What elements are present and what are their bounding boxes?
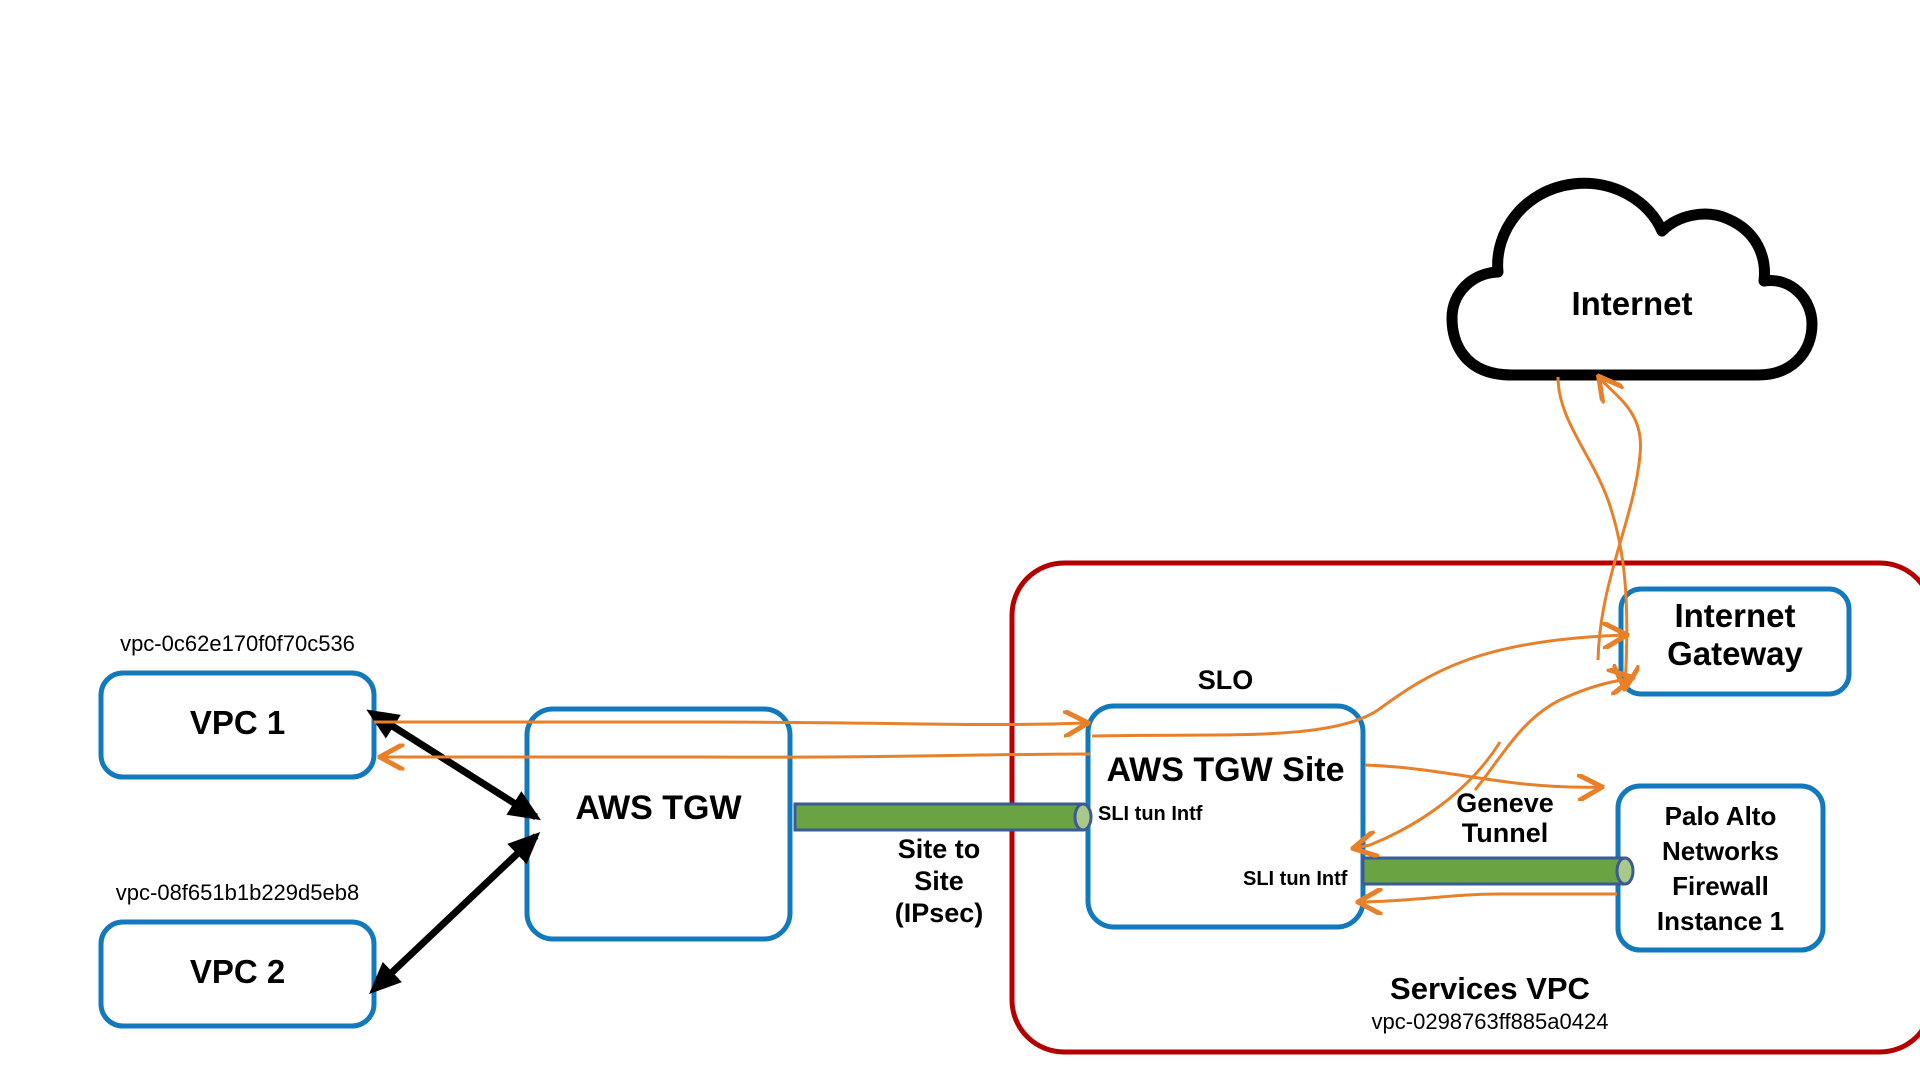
slo-label: SLO	[1197, 665, 1254, 695]
flow-igw-to-internet	[1598, 378, 1642, 661]
firewall-label-line2: Networks	[1661, 836, 1780, 866]
aws-tgw-label: AWS TGW	[575, 789, 742, 827]
vpc2-label: VPC 2	[189, 953, 286, 990]
services-vpc-id-label: vpc-0298763ff885a0424	[1371, 1009, 1609, 1034]
firewall-label-line4: Instance 1	[1656, 906, 1785, 936]
flow-tgw-site-to-igw	[1091, 635, 1625, 738]
geneve-tunnel-label-line2: Tunnel	[1461, 818, 1549, 848]
internet-gateway-label-line1: Internet	[1674, 597, 1796, 634]
flow-vpc1-to-tgw-site	[374, 722, 1086, 725]
firewall-label-line3: Firewall	[1672, 871, 1769, 901]
internet-gateway-label-line2: Gateway	[1667, 635, 1803, 672]
site-to-site-tunnel-label-line2: Site	[914, 866, 964, 896]
flow-firewall-to-tgw-site-lower	[1360, 894, 1617, 902]
site-to-site-tunnel-label-line1: Site to	[897, 834, 981, 864]
aws-tgw-box[interactable]	[524, 706, 793, 942]
flow-firewall-to-igw	[1473, 678, 1631, 791]
geneve-tunnel-shape	[1361, 856, 1635, 886]
vpc2-tgw-peering-arrow	[369, 831, 541, 995]
vpc1-tgw-peering-arrow	[366, 709, 541, 821]
flow-tgw-site-to-vpc1	[382, 754, 1091, 757]
aws-tgw-site-label: AWS TGW Site	[1106, 751, 1345, 789]
site-to-site-tunnel-label-line3: (IPsec)	[894, 898, 984, 928]
flow-tgw-site-to-firewall	[1364, 763, 1600, 787]
flow-firewall-to-tgw-site-upper	[1355, 741, 1502, 848]
internet-cloud-shape	[1446, 177, 1818, 381]
geneve-tunnel-label-line1: Geneve	[1456, 788, 1554, 818]
flow-internet-to-igw	[1556, 376, 1627, 687]
vpc1-id-label: vpc-0c62e170f0f70c536	[120, 631, 355, 656]
sli-tun-intf-bottom-label: SLI tun Intf	[1243, 868, 1348, 890]
site-to-site-tunnel-shape	[793, 802, 1093, 832]
firewall-label-line1: Palo Alto	[1664, 801, 1777, 831]
vpc1-label: VPC 1	[189, 704, 286, 741]
sli-tun-intf-top-label: SLI tun Intf	[1098, 803, 1203, 825]
internet-cloud-label: Internet	[1571, 285, 1693, 322]
vpc2-id-label: vpc-08f651b1b229d5eb8	[115, 880, 360, 905]
services-vpc-title: Services VPC	[1390, 971, 1590, 1006]
